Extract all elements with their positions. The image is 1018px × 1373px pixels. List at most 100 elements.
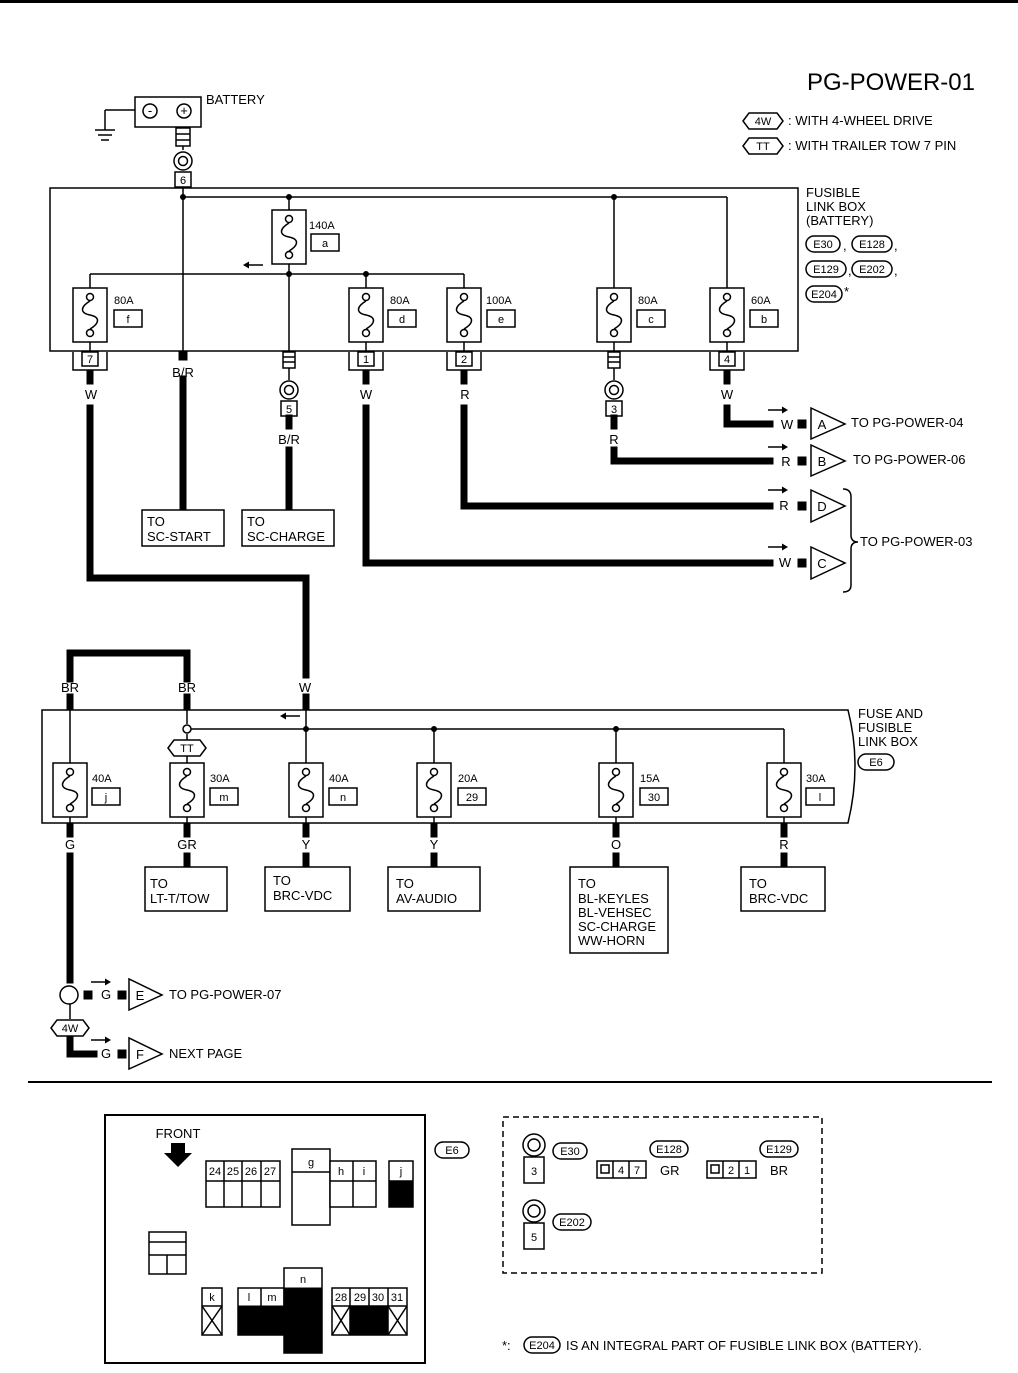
svg-text:BL-VEHSEC: BL-VEHSEC: [578, 905, 652, 920]
svg-text:TO: TO: [150, 876, 168, 891]
svg-text:: WITH 4-WHEEL DRIVE: : WITH 4-WHEEL DRIVE: [788, 113, 933, 128]
footnote: *: E204 IS AN INTEGRAL PART OF FUSIBLE L…: [502, 1336, 922, 1354]
to-sc-charge: TO SC-CHARGE: [241, 509, 335, 547]
svg-text:R: R: [779, 498, 788, 513]
connector-detail: 3 E30 E128 4 7 GR E129 2 1 BR 5 E202: [502, 1116, 823, 1274]
svg-text:a: a: [322, 238, 329, 250]
svg-text:D: D: [817, 499, 826, 514]
svg-text:B/R: B/R: [278, 432, 300, 447]
svg-text:TO: TO: [247, 514, 265, 529]
svg-text:LT-T/TOW: LT-T/TOW: [150, 891, 210, 906]
svg-text:30A: 30A: [806, 773, 826, 785]
svg-text:A: A: [818, 417, 827, 432]
svg-text:E6: E6: [445, 1145, 458, 1157]
fuse-f: [72, 287, 108, 343]
svg-text:28: 28: [335, 1292, 347, 1304]
svg-text:E6: E6: [869, 757, 882, 769]
svg-text:,: ,: [848, 263, 852, 278]
svg-text:TO: TO: [749, 876, 767, 891]
svg-text:i: i: [363, 1166, 365, 1178]
to-sc-start: TO SC-START: [141, 509, 225, 547]
svg-text:29: 29: [466, 792, 478, 804]
fuse-29: [416, 762, 452, 818]
wires-bottom: G GR Y Y O R: [65, 822, 789, 984]
legend-tt: TT : WITH TRAILER TOW 7 PIN: [742, 137, 956, 155]
svg-text:26: 26: [245, 1166, 257, 1178]
svg-text:TO: TO: [273, 873, 291, 888]
svg-text:j: j: [399, 1166, 402, 1178]
svg-text:E202: E202: [559, 1217, 585, 1229]
svg-text:Y: Y: [430, 837, 439, 852]
svg-text:24: 24: [209, 1166, 221, 1178]
svg-text:l: l: [248, 1292, 250, 1304]
svg-text:m: m: [219, 792, 228, 804]
svg-text:*: *: [844, 284, 849, 299]
svg-text:5: 5: [531, 1232, 537, 1244]
tt-tag: TT: [167, 739, 207, 757]
fusible-link-box: 140A a 80A f 80A d 100A e 80A c 60A b: [49, 187, 799, 352]
output-c: W C: [767, 542, 847, 581]
svg-text:SC-START: SC-START: [147, 529, 211, 544]
svg-text:,: ,: [843, 238, 847, 253]
svg-text:4W: 4W: [62, 1023, 79, 1035]
svg-text:B: B: [818, 454, 827, 469]
fuse-box-e6-label: FUSE AND FUSIBLE LINK BOX E6: [857, 706, 923, 771]
svg-text:80A: 80A: [114, 295, 134, 307]
br-loop: BR BR W: [61, 649, 312, 712]
svg-text:140A: 140A: [309, 220, 335, 232]
fuse-j: [52, 762, 88, 818]
svg-text:80A: 80A: [638, 295, 658, 307]
svg-text:b: b: [761, 314, 767, 326]
svg-text:TO: TO: [396, 876, 414, 891]
svg-text:AV-AUDIO: AV-AUDIO: [396, 891, 457, 906]
svg-text:W: W: [779, 555, 792, 570]
svg-text:TT: TT: [756, 141, 770, 153]
wires-top: [86, 369, 774, 679]
to-brc-vdc-2: TO BRC-VDC: [740, 866, 826, 912]
svg-text:B/R: B/R: [172, 365, 194, 380]
fuse-l: [766, 762, 802, 818]
svg-text:E128: E128: [859, 239, 885, 251]
svg-text:G: G: [65, 837, 75, 852]
svg-text:25: 25: [227, 1166, 239, 1178]
svg-text:E204: E204: [811, 289, 837, 301]
fl-box-terminals: 7 5 1 2 3 4: [72, 351, 745, 417]
svg-text:TO PG-POWER-03: TO PG-POWER-03: [860, 534, 972, 549]
svg-text:SC-CHARGE: SC-CHARGE: [247, 529, 325, 544]
svg-text:E128: E128: [656, 1144, 682, 1156]
svg-text:LINK BOX: LINK BOX: [858, 734, 918, 749]
output-f: 4W G F NEXT PAGE: [50, 1004, 243, 1071]
svg-text:30: 30: [648, 792, 660, 804]
svg-text:FRONT: FRONT: [156, 1126, 201, 1141]
fuse-d: [348, 287, 384, 343]
to-av-audio: TO AV-AUDIO: [387, 866, 481, 912]
svg-text:n: n: [340, 792, 346, 804]
svg-text:LINK BOX: LINK BOX: [806, 199, 866, 214]
svg-text:31: 31: [391, 1292, 403, 1304]
svg-text:E129: E129: [766, 1144, 792, 1156]
svg-text:BRC-VDC: BRC-VDC: [273, 888, 332, 903]
front-arrow-icon: [164, 1143, 192, 1167]
svg-text:(BATTERY): (BATTERY): [806, 213, 873, 228]
svg-text:27: 27: [264, 1166, 276, 1178]
svg-text:F: F: [136, 1047, 144, 1062]
svg-text:G: G: [101, 1046, 111, 1061]
fusible-link-box-label: FUSIBLE LINK BOX (BATTERY) E30 , E128 , …: [805, 185, 898, 303]
svg-text:R: R: [609, 432, 618, 447]
svg-text:TO: TO: [578, 876, 596, 891]
to-brc-vdc-1: TO BRC-VDC: [264, 866, 351, 912]
svg-text:100A: 100A: [486, 295, 512, 307]
to-bl-keyles-group: TO BL-KEYLES BL-VEHSEC SC-CHARGE WW-HORN: [569, 866, 669, 954]
svg-text:29: 29: [354, 1292, 366, 1304]
svg-text:2: 2: [728, 1165, 734, 1177]
svg-text:k: k: [209, 1292, 215, 1304]
svg-text:FUSE AND: FUSE AND: [858, 706, 923, 721]
output-a: W A TO PG-POWER-04: [767, 405, 963, 441]
svg-text:+: +: [180, 103, 188, 118]
svg-text:30A: 30A: [210, 773, 230, 785]
svg-text:TO: TO: [147, 514, 165, 529]
svg-text:15A: 15A: [640, 773, 660, 785]
svg-text:BRC-VDC: BRC-VDC: [749, 891, 808, 906]
svg-text:l: l: [819, 792, 821, 804]
svg-text:Y: Y: [302, 837, 311, 852]
